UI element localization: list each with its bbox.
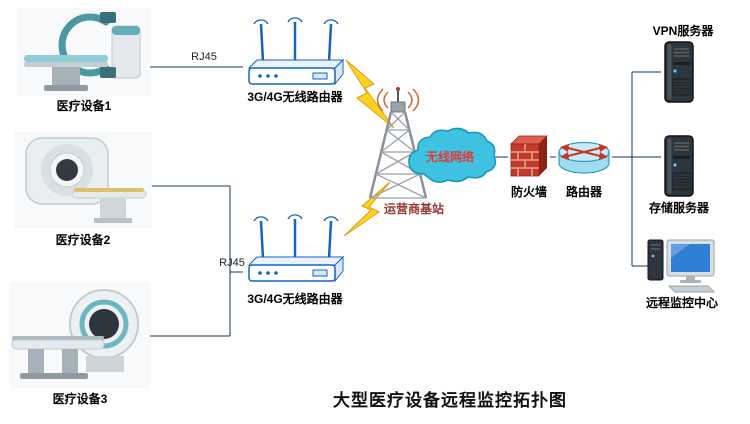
node-wireless-router-2: [243, 208, 348, 288]
rj45-top-label: RJ45: [191, 51, 217, 63]
node-firewall: [508, 132, 550, 180]
wireless-router-icon: [247, 214, 345, 283]
cloud-label: 无线网络: [425, 149, 474, 164]
node-router: [556, 136, 612, 178]
node-medical-device-3: [10, 282, 150, 388]
c-arm-machine-image: [18, 8, 150, 96]
server-tower-icon: [664, 41, 694, 103]
node-base-station: [360, 86, 436, 204]
rj45-bottom-label: RJ45: [219, 257, 245, 269]
node-monitor-center: [646, 236, 718, 294]
node-vpn-server: [661, 40, 697, 104]
wireless-router-2-label: 3G/4G无线路由器: [247, 292, 343, 306]
storage-server-label: 存储服务器: [648, 201, 709, 215]
node-wireless-router-1: [243, 12, 348, 90]
router-label: 路由器: [565, 185, 602, 199]
workstation-icon: [647, 239, 716, 293]
vpn-server-label: VPN服务器: [652, 24, 714, 38]
medical-device-3-label: 医疗设备3: [52, 392, 108, 406]
node-medical-device-1: [18, 8, 150, 96]
firewall-icon: [510, 135, 548, 177]
cloud-icon: 无线网络: [408, 127, 497, 183]
ct-scanner-image: [10, 282, 150, 388]
lightning-bolt-bottom-icon: [343, 181, 391, 237]
node-wireless-network-cloud: 无线网络: [402, 124, 498, 188]
firewall-label: 防火墙: [510, 185, 547, 199]
wireless-router-1-label: 3G/4G无线路由器: [247, 90, 343, 104]
mri-scanner-image: [14, 132, 152, 228]
medical-device-1-label: 医疗设备1: [56, 99, 112, 113]
wireless-router-icon: [247, 17, 345, 86]
router-icon: [558, 141, 610, 174]
diagram-title: 大型医疗设备远程监控拓扑图: [333, 391, 567, 410]
medical-device-2-label: 医疗设备2: [55, 233, 111, 247]
lightning-bolt-top-icon: [345, 59, 395, 129]
cell-tower-icon: [368, 87, 428, 199]
monitor-center-label: 远程监控中心: [645, 296, 718, 310]
server-tower-icon: [664, 135, 694, 197]
node-medical-device-2: [14, 132, 152, 228]
node-storage-server: [661, 134, 697, 198]
base-station-label: 运营商基站: [383, 202, 444, 216]
